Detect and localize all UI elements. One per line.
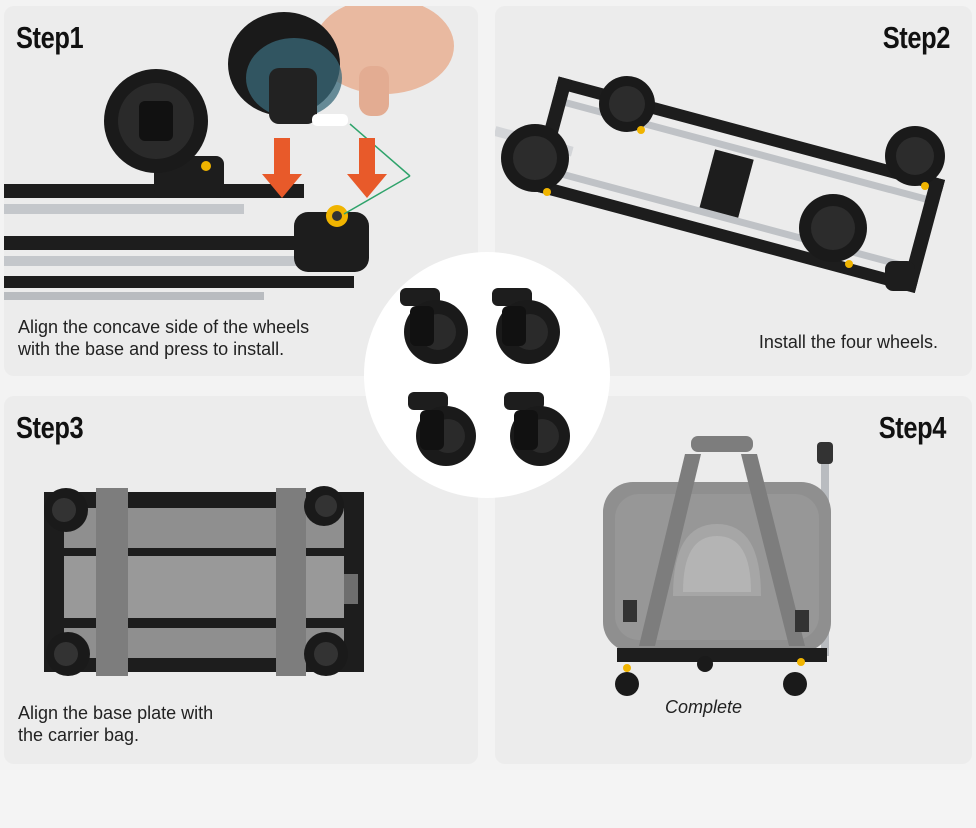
strap	[741, 454, 805, 646]
step4-illustration	[603, 436, 833, 696]
frame-rail	[4, 276, 354, 288]
step1-panel: Step1 Align the concave side of the whee…	[4, 6, 478, 376]
frame-rail	[4, 236, 364, 250]
caster-wheel	[501, 124, 569, 196]
caster-wheel	[44, 488, 88, 532]
caster-wheel	[799, 194, 867, 268]
step3-caption: Align the base plate with the carrier ba…	[18, 702, 213, 746]
down-arrow-left	[262, 138, 302, 198]
caster-wheel	[504, 392, 570, 466]
four-wheels-illustration	[400, 288, 570, 466]
bottom-strip	[0, 770, 976, 828]
caster-wheel	[304, 632, 348, 676]
step3-illustration	[44, 486, 364, 676]
caster-wheel	[46, 632, 90, 676]
top-handle	[691, 436, 753, 452]
steel-tube	[4, 204, 244, 214]
frame-rail	[4, 184, 304, 198]
step1-caption: Align the concave side of the wheels wit…	[18, 316, 309, 360]
step2-caption-line-1: Install the four wheels.	[758, 332, 938, 352]
highlight	[312, 114, 348, 126]
down-arrow-right	[347, 138, 387, 198]
caster-wheel	[408, 392, 476, 466]
step1-caption-line-1: Align the concave side of the wheels	[18, 317, 310, 337]
caster-wheel	[492, 288, 560, 364]
step4-caption: Complete	[665, 696, 742, 718]
strap	[639, 454, 701, 646]
step1-title: Step1	[16, 20, 84, 55]
step1-caption-line-2: with the base and press to install.	[18, 339, 285, 359]
step1-illustration	[4, 6, 454, 300]
caster-wheel	[599, 76, 655, 134]
step2-title: Step2	[882, 20, 951, 55]
step2-caption: Install the four wheels.	[759, 331, 938, 353]
caster-wheel	[783, 658, 807, 696]
step3-caption-line-2: the carrier bag.	[18, 725, 140, 745]
frame-rail	[528, 177, 918, 293]
wheels-circle	[364, 252, 610, 498]
caster-wheel	[615, 664, 639, 696]
hand	[314, 6, 454, 94]
base-frame	[617, 648, 827, 662]
caster-wheel	[885, 126, 945, 190]
step3-panel: Step3 Align the base plate with the carr…	[4, 396, 478, 764]
step2-illustration	[495, 76, 946, 293]
corner-joint	[294, 212, 369, 272]
steel-tube	[4, 292, 264, 300]
strap	[96, 488, 128, 676]
step3-caption-line-1: Align the base plate with	[18, 703, 214, 723]
step4-title: Step4	[878, 410, 947, 445]
caster-wheel	[697, 656, 713, 672]
caster-wheel	[400, 288, 468, 364]
steel-tube	[4, 256, 334, 266]
strap	[276, 488, 306, 676]
step3-title: Step3	[16, 410, 84, 445]
step4-caption-line-1: Complete	[665, 697, 743, 717]
caster-wheel	[304, 486, 344, 526]
